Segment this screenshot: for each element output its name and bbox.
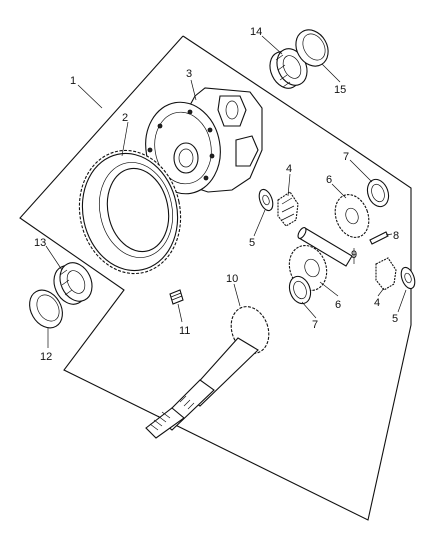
callout-14: 14 xyxy=(250,26,262,38)
callout-5-lower: 5 xyxy=(392,313,398,325)
plug-11 xyxy=(169,289,184,305)
side-gear-6-upper xyxy=(334,194,370,238)
callout-13: 13 xyxy=(34,237,46,249)
differential-case-3 xyxy=(145,87,263,195)
callout-6-lower: 6 xyxy=(335,299,341,311)
callout-4-upper: 4 xyxy=(286,163,292,175)
bearing-cup-15 xyxy=(295,29,329,67)
roll-pin-8 xyxy=(369,231,389,245)
callout-12: 12 xyxy=(40,351,52,363)
callout-7-lower: 7 xyxy=(312,319,318,331)
callout-5-upper: 5 xyxy=(249,237,255,249)
thrust-washer-7-upper xyxy=(366,178,390,208)
callout-15: 15 xyxy=(334,84,346,96)
thrust-washer-7-lower xyxy=(288,275,312,305)
callout-8: 8 xyxy=(393,230,399,242)
drive-pinion-10 xyxy=(145,306,270,439)
callout-11: 11 xyxy=(179,325,190,337)
bearing-14 xyxy=(269,48,308,89)
pinion-gear-4-lower xyxy=(375,257,397,291)
callout-10: 10 xyxy=(226,273,238,285)
bearing-cup-12 xyxy=(29,289,63,329)
leader-lines xyxy=(45,35,407,348)
callout-7-upper: 7 xyxy=(343,151,349,163)
assembly-boundary xyxy=(19,35,412,521)
callout-9: 9 xyxy=(351,249,357,261)
callout-3: 3 xyxy=(186,68,192,80)
washer-5-lower xyxy=(400,266,416,290)
pinion-gear-4-upper xyxy=(277,191,299,227)
washer-5-upper xyxy=(258,188,274,212)
callout-1: 1 xyxy=(70,75,76,87)
callout-6-upper: 6 xyxy=(326,174,332,186)
pinion-shaft-9 xyxy=(297,227,353,267)
ring-gear-2 xyxy=(78,149,182,275)
callout-2: 2 xyxy=(122,112,128,124)
callout-4-lower: 4 xyxy=(374,297,380,309)
bearing-13 xyxy=(53,262,93,305)
